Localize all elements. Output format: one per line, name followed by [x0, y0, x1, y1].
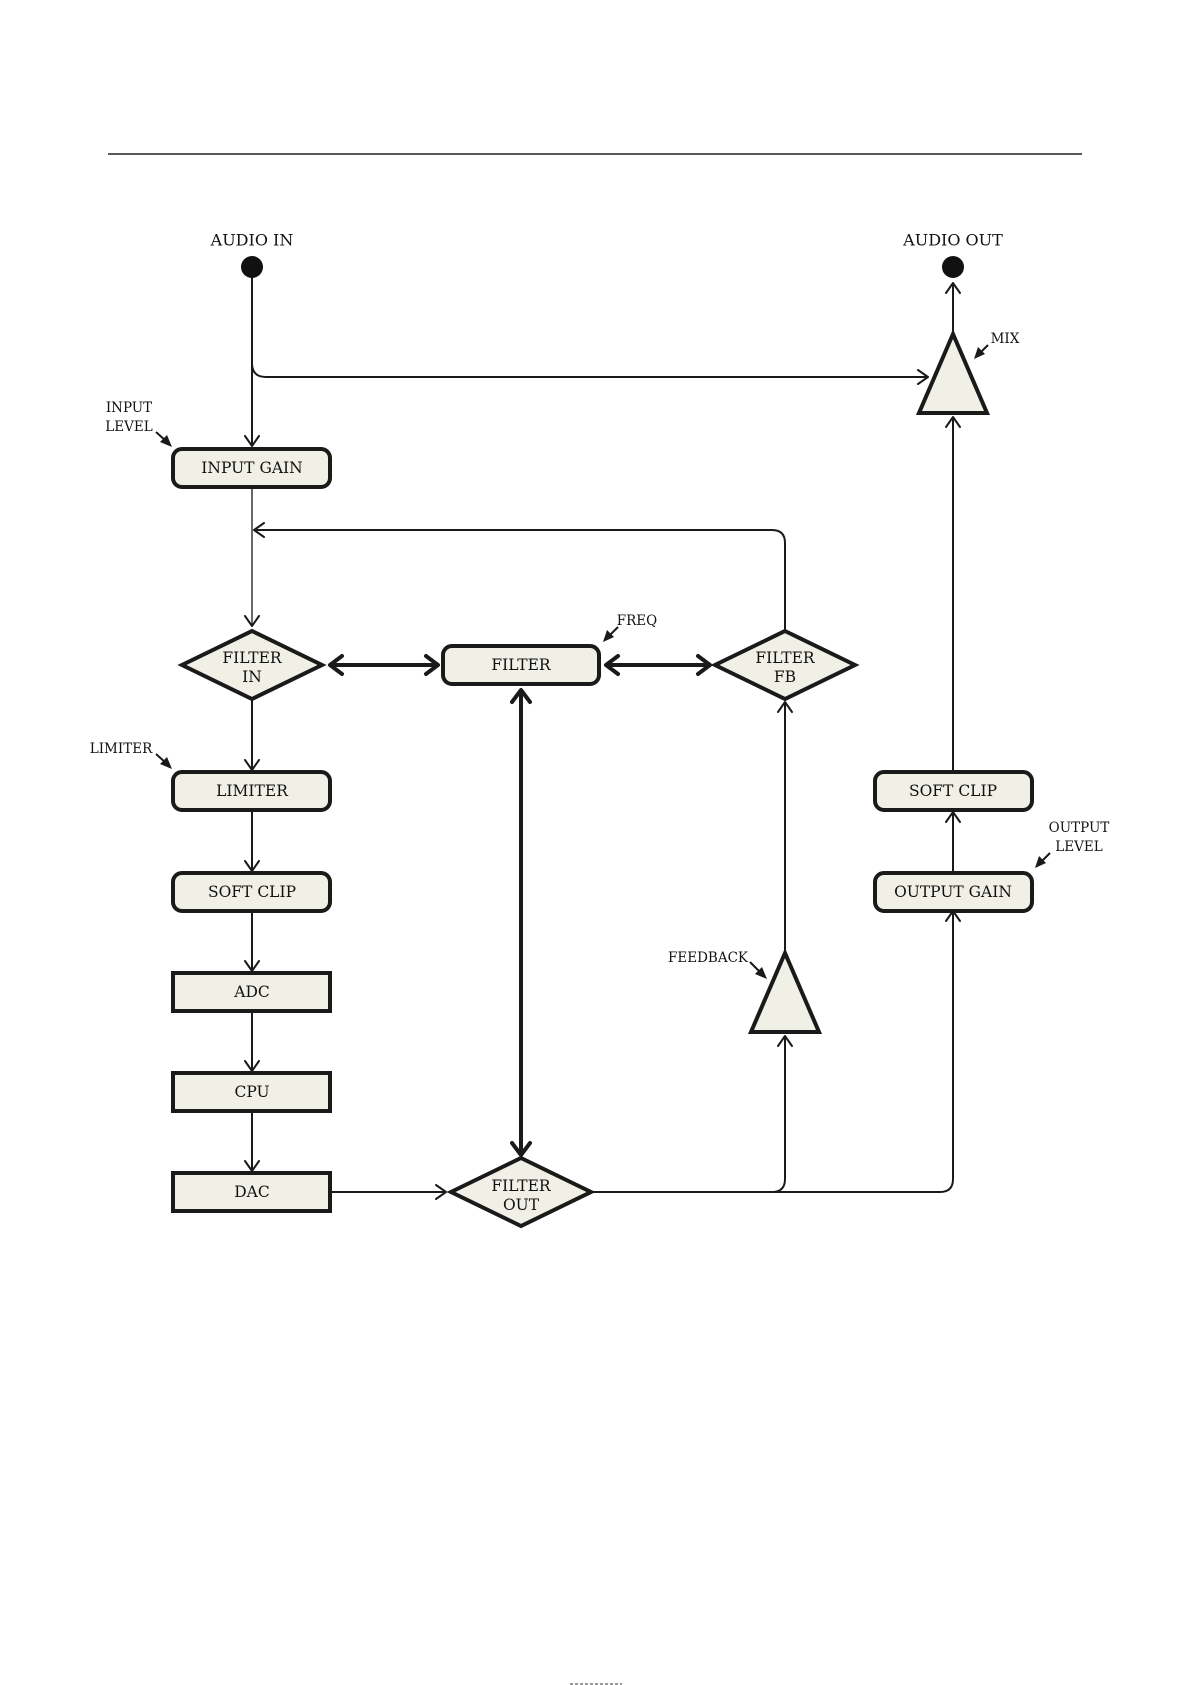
input-gain-label: INPUT GAIN: [201, 459, 302, 477]
filter-fb-label-line1: FILTER: [755, 649, 816, 667]
input-gain-block: INPUT GAIN: [173, 449, 330, 487]
audio-in-label: AUDIO IN: [210, 231, 294, 250]
limiter-label: LIMITER: [216, 782, 289, 800]
filter-in-switch: FILTER IN: [182, 631, 322, 699]
wire-feedback-return: [254, 530, 785, 631]
connections: [245, 268, 960, 1199]
cpu-label: CPU: [234, 1083, 269, 1101]
filter-out-label-line1: FILTER: [491, 1177, 552, 1195]
mix-control: MIX: [974, 331, 1020, 359]
filter-block: FILTER: [443, 646, 599, 684]
audio-out-terminal: AUDIO OUT: [902, 231, 1003, 279]
wire-filter-out-to-output-gain: [772, 911, 953, 1192]
adc-block: ADC: [173, 973, 330, 1011]
filter-in-label-line1: FILTER: [222, 649, 283, 667]
output-level-control: OUTPUT LEVEL: [1035, 820, 1109, 868]
output-level-label-line1: OUTPUT: [1049, 820, 1110, 836]
filter-in-label-line2: IN: [242, 668, 262, 686]
soft-clip-left-label: SOFT CLIP: [208, 883, 296, 901]
filter-out-label-line2: OUT: [503, 1196, 540, 1214]
input-level-label-line2: LEVEL: [105, 419, 152, 435]
wire-dry-to-mix: [252, 363, 928, 377]
adc-label: ADC: [233, 983, 269, 1001]
feedback-label: FEEDBACK: [668, 950, 749, 966]
limiter-control-label: LIMITER: [90, 741, 153, 757]
audio-in-terminal: AUDIO IN: [210, 231, 294, 279]
wire-filter-out-to-outputs: [592, 1036, 785, 1192]
freq-control: FREQ: [603, 613, 657, 642]
filter-out-switch: FILTER OUT: [451, 1158, 591, 1226]
soft-clip-right-block: SOFT CLIP: [875, 772, 1032, 810]
mix-amp: [919, 334, 987, 413]
limiter-control: LIMITER: [90, 741, 172, 769]
audio-out-label: AUDIO OUT: [902, 231, 1003, 250]
filter-label: FILTER: [491, 656, 552, 674]
limiter-block: LIMITER: [173, 772, 330, 810]
filter-fb-switch: FILTER FB: [715, 631, 855, 699]
input-level-control: INPUT LEVEL: [105, 400, 172, 447]
feedback-amp: [751, 953, 819, 1032]
audio-in-jack: [241, 256, 263, 278]
input-level-label-line1: INPUT: [106, 400, 152, 416]
freq-label: FREQ: [617, 613, 657, 629]
dac-label: DAC: [234, 1183, 269, 1201]
output-gain-label: OUTPUT GAIN: [894, 883, 1012, 901]
soft-clip-left-block: SOFT CLIP: [173, 873, 330, 911]
feedback-control: FEEDBACK: [668, 950, 767, 979]
audio-out-jack: [942, 256, 964, 278]
filter-fb-label-line2: FB: [774, 668, 796, 686]
output-gain-block: OUTPUT GAIN: [875, 873, 1032, 911]
mix-label: MIX: [991, 331, 1020, 347]
cpu-block: CPU: [173, 1073, 330, 1111]
soft-clip-right-label: SOFT CLIP: [909, 782, 997, 800]
output-level-label-line2: LEVEL: [1055, 839, 1102, 855]
dac-block: DAC: [173, 1173, 330, 1211]
